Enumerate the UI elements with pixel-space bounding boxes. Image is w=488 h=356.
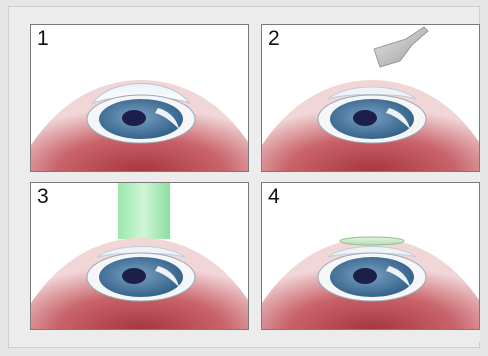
panel-1: 1 (30, 24, 249, 172)
panel-number: 2 (268, 28, 280, 49)
laser-beam (118, 183, 170, 239)
eye-illustration (262, 183, 480, 330)
panel-number: 4 (268, 186, 280, 207)
panel-2: 2 (261, 24, 480, 172)
pupil (353, 110, 377, 126)
eye-illustration (31, 183, 249, 330)
lens-disc (340, 237, 404, 245)
pupil (122, 110, 146, 126)
spatula-icon (374, 27, 428, 67)
panel-4: 4 (261, 182, 480, 330)
pupil (122, 268, 146, 284)
eye-illustration (262, 25, 480, 172)
panel-number: 3 (37, 186, 49, 207)
panel-3: 3 (30, 182, 249, 330)
panel-number: 1 (37, 28, 49, 49)
eye-illustration (31, 25, 249, 172)
pupil (353, 268, 377, 284)
eye-procedure-figure: 1 (30, 24, 480, 342)
